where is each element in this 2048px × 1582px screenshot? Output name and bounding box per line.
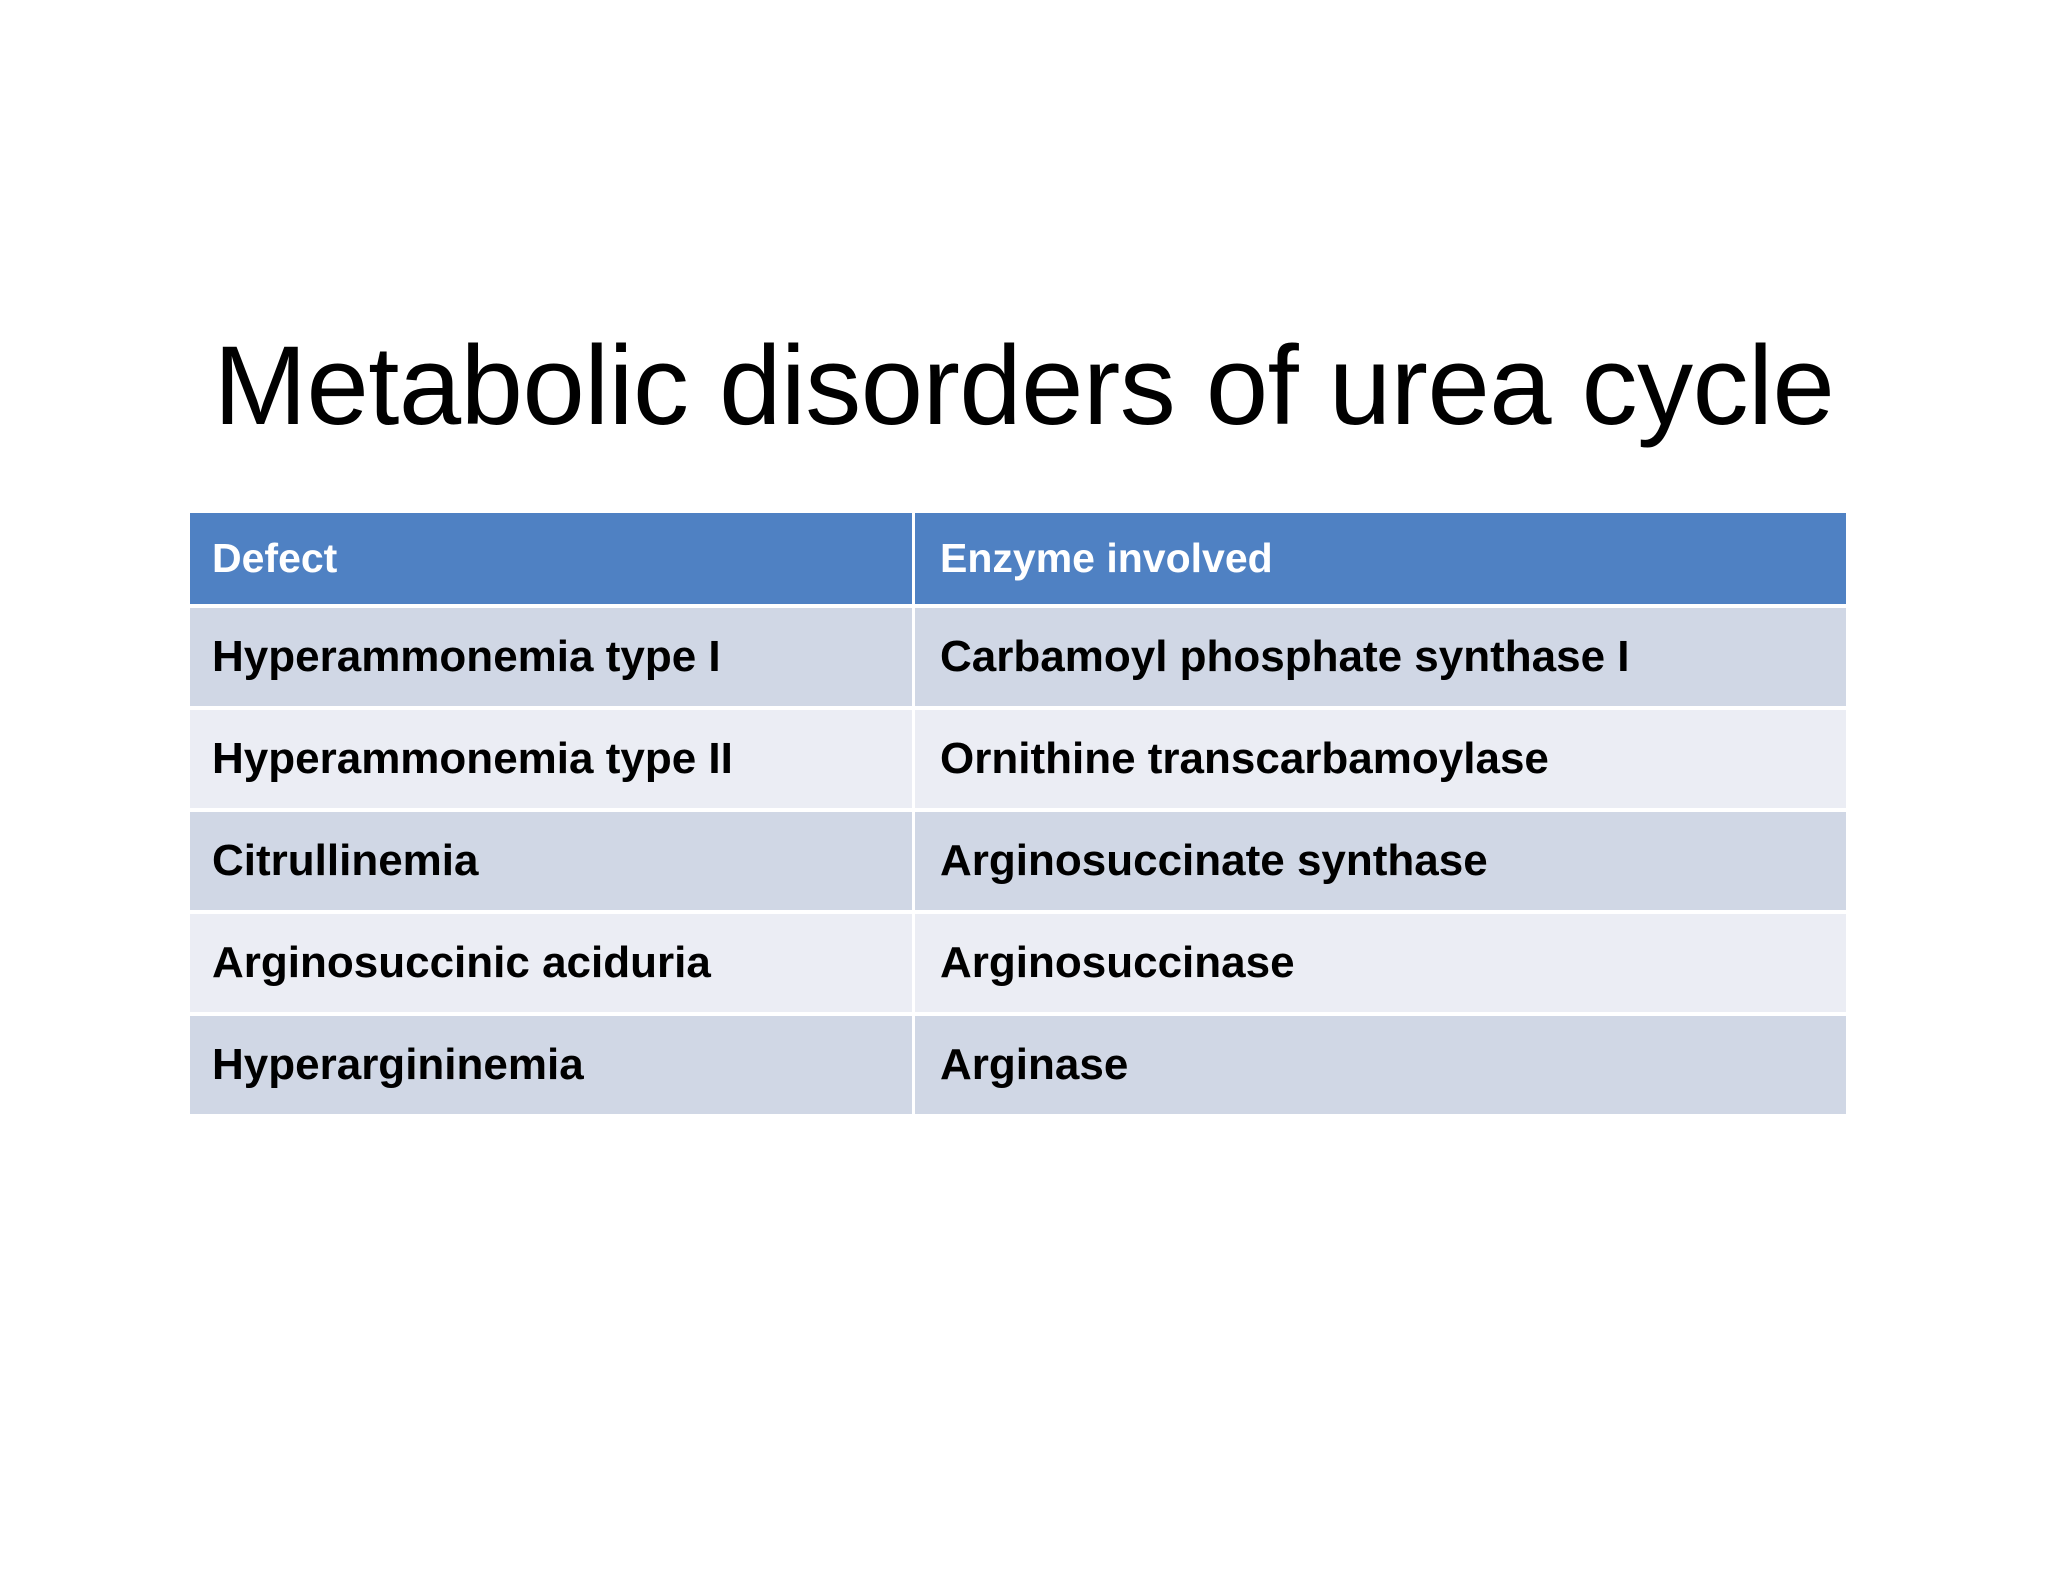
column-header-enzyme: Enzyme involved [912, 513, 1846, 604]
cell-defect: Arginosuccinic aciduria [190, 910, 912, 1012]
table-row: Hyperammonemia type I Carbamoyl phosphat… [190, 604, 1846, 706]
table-row: Arginosuccinic aciduria Arginosuccinase [190, 910, 1846, 1012]
cell-enzyme: Carbamoyl phosphate synthase I [912, 604, 1846, 706]
table-header-row: Defect Enzyme involved [190, 513, 1846, 604]
table-body: Hyperammonemia type I Carbamoyl phosphat… [190, 604, 1846, 1114]
column-header-defect: Defect [190, 513, 912, 604]
cell-defect: Hyperammonemia type II [190, 706, 912, 808]
table-row: Citrullinemia Arginosuccinate synthase [190, 808, 1846, 910]
cell-enzyme: Ornithine transcarbamoylase [912, 706, 1846, 808]
cell-enzyme: Arginosuccinase [912, 910, 1846, 1012]
cell-defect: Hyperargininemia [190, 1012, 912, 1114]
table-row: Hyperammonemia type II Ornithine transca… [190, 706, 1846, 808]
page-title: Metabolic disorders of urea cycle [213, 323, 1835, 448]
cell-enzyme: Arginosuccinate synthase [912, 808, 1846, 910]
urea-cycle-disorders-table: Defect Enzyme involved Hyperammonemia ty… [190, 513, 1846, 1114]
cell-enzyme: Arginase [912, 1012, 1846, 1114]
cell-defect: Citrullinemia [190, 808, 912, 910]
table-header: Defect Enzyme involved [190, 513, 1846, 604]
cell-defect: Hyperammonemia type I [190, 604, 912, 706]
table-row: Hyperargininemia Arginase [190, 1012, 1846, 1114]
